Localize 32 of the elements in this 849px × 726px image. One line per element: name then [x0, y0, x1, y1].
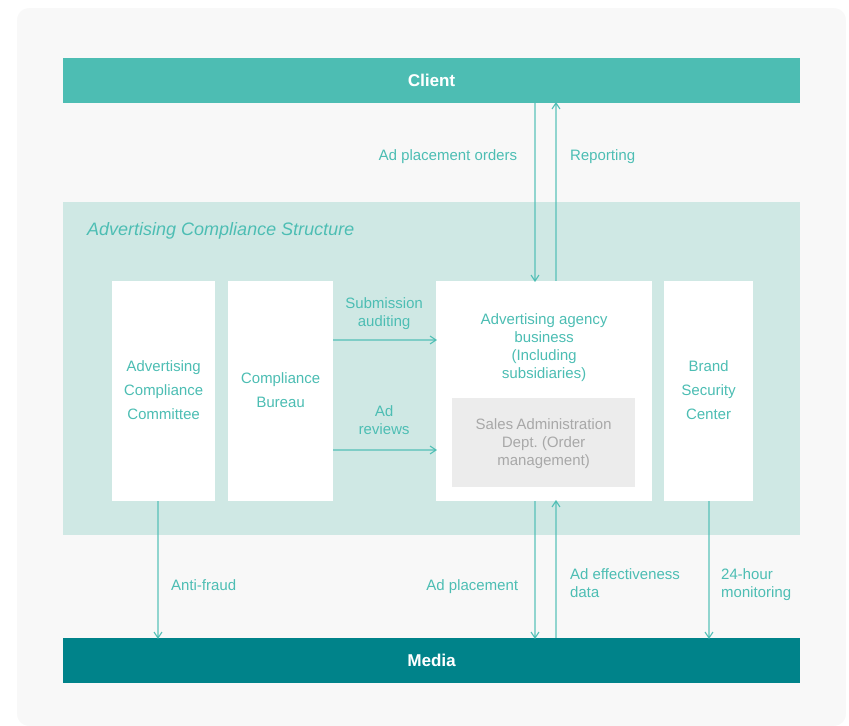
box-label: Advertising agency business [480, 311, 608, 347]
process-box [112, 281, 215, 501]
edge-label: Submission auditing [344, 295, 424, 331]
process-box [664, 281, 753, 501]
edge-label: Ad placement orders [378, 146, 517, 166]
process-box [228, 281, 333, 501]
arrow [704, 501, 714, 639]
edge-label: Ad effectiveness data [570, 566, 681, 602]
box-label: Sales Administration Dept. (Order management) [474, 416, 612, 470]
edge-label: 24-hour monitoring [721, 566, 792, 602]
box-label: Advertising Compliance Committee [122, 357, 204, 425]
arrow [551, 500, 561, 638]
bar-title: Client [408, 70, 456, 92]
edge-label: Ad reviews [358, 403, 410, 439]
edge-label: Reporting [570, 146, 636, 166]
box-label: (Including subsidiaries) [500, 347, 588, 383]
edge-label: Anti-fraud [171, 576, 238, 596]
entity-bar [63, 638, 800, 683]
group-band [63, 202, 800, 535]
box-label: Compliance Bureau [240, 369, 322, 413]
arrow [551, 102, 561, 281]
arrow [333, 335, 437, 345]
arrow [530, 501, 540, 639]
entity-bar [63, 58, 800, 103]
group-heading: Advertising Compliance Structure [87, 218, 354, 241]
bar-title: Media [407, 650, 456, 672]
edge-label: Ad placement [425, 576, 518, 596]
arrow [333, 445, 437, 455]
box-label: Brand Security Center [680, 357, 737, 425]
process-box [436, 281, 652, 501]
arrow [153, 501, 163, 639]
arrow [530, 103, 540, 282]
